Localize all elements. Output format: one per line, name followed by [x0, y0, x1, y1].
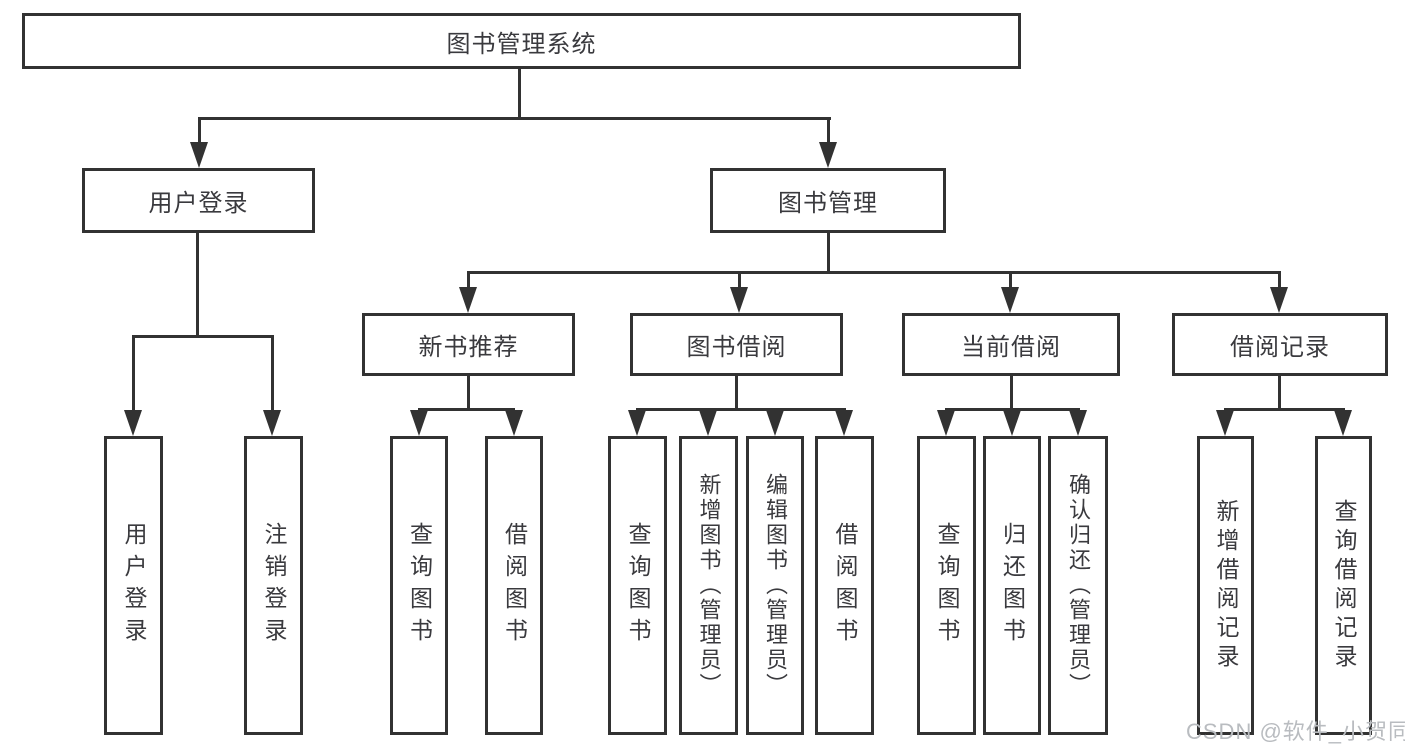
node-label: 借阅记录	[1230, 334, 1330, 361]
connector-stem	[1278, 376, 1281, 411]
arrowhead-down-icon	[505, 410, 523, 436]
node-label: 用户登录	[148, 190, 249, 217]
node-book-borrow: 图书借阅	[630, 313, 843, 376]
arrowhead-down-icon	[263, 410, 281, 436]
node-current-borrow: 当前借阅	[902, 313, 1120, 376]
leaf-confirm-return-admin: 确认归还（管理员）	[1048, 436, 1108, 735]
arrowhead-down-icon	[410, 410, 428, 436]
connector-drop-leaf	[132, 335, 135, 411]
connector-stem	[1010, 376, 1013, 411]
connector-drop-level3	[1009, 271, 1012, 288]
node-label: 新增借阅记录	[1213, 498, 1239, 673]
node-borrow-records: 借阅记录	[1172, 313, 1388, 376]
connector-book-mgmt-crossbar	[467, 271, 1281, 274]
arrowhead-down-icon	[819, 142, 837, 168]
connector-stem	[735, 376, 738, 411]
node-label: 注销登录	[261, 521, 287, 650]
node-label: 当前借阅	[961, 334, 1061, 361]
connector-user-login-crossbar	[132, 335, 274, 338]
connector-drop-user-login	[198, 117, 201, 143]
connector-user-login-stem	[196, 233, 199, 338]
arrowhead-down-icon	[766, 410, 784, 436]
connector-drop-level3	[467, 271, 470, 288]
node-label: 用户登录	[121, 521, 147, 650]
arrowhead-down-icon	[1270, 287, 1288, 313]
arrowhead-down-icon	[190, 142, 208, 168]
arrowhead-down-icon	[1069, 410, 1087, 436]
node-label: 编辑图书（管理员）	[763, 473, 788, 698]
node-user-login: 用户登录	[82, 168, 315, 233]
leaf-borrow-books: 借阅图书	[815, 436, 874, 735]
arrowhead-down-icon	[730, 287, 748, 313]
arrowhead-down-icon	[699, 410, 717, 436]
node-label: 借阅图书	[501, 521, 528, 650]
leaf-borrow-books-recommend: 借阅图书	[485, 436, 543, 735]
connector-book-mgmt-stem	[827, 233, 830, 274]
connector-crossbar	[418, 408, 515, 411]
leaf-query-books-current: 查询图书	[917, 436, 976, 735]
leaf-query-books-borrow: 查询图书	[608, 436, 667, 735]
node-label: 新增图书（管理员）	[696, 473, 722, 698]
arrowhead-down-icon	[1334, 410, 1352, 436]
node-label: 确认归还（管理员）	[1066, 473, 1091, 698]
node-label: 查询图书	[406, 521, 433, 650]
arrowhead-down-icon	[1001, 287, 1019, 313]
leaf-user-login: 用户登录	[104, 436, 163, 735]
node-label: 查询借阅记录	[1331, 498, 1357, 673]
connector-root-crossbar	[198, 117, 831, 120]
leaf-add-borrow-record: 新增借阅记录	[1197, 436, 1254, 735]
connector-crossbar	[945, 408, 1080, 411]
node-label: 查询图书	[625, 521, 651, 650]
leaf-edit-book-admin: 编辑图书（管理员）	[746, 436, 804, 735]
arrowhead-down-icon	[124, 410, 142, 436]
node-label: 图书管理系统	[446, 30, 597, 58]
arrowhead-down-icon	[937, 410, 955, 436]
arrowhead-down-icon	[1003, 410, 1021, 436]
node-label: 图书管理	[778, 190, 878, 217]
csdn-watermark: CSDN @软件_小贺同学	[1186, 719, 1405, 744]
connector-drop-level3	[1278, 271, 1281, 288]
leaf-return-books: 归还图书	[983, 436, 1041, 735]
node-label: 借阅图书	[832, 521, 858, 650]
leaf-query-borrow-record: 查询借阅记录	[1315, 436, 1372, 735]
connector-stem	[467, 376, 470, 411]
connector-root-stem	[518, 69, 521, 120]
node-library-management-system: 图书管理系统	[22, 13, 1021, 69]
connector-crossbar	[636, 408, 846, 411]
leaf-add-book-admin: 新增图书（管理员）	[679, 436, 738, 735]
connector-crossbar	[1224, 408, 1345, 411]
node-label: 归还图书	[999, 521, 1026, 650]
connector-drop-level3	[738, 271, 741, 288]
node-book-management: 图书管理	[710, 168, 946, 233]
node-label: 新书推荐	[418, 334, 519, 361]
connector-drop-book-management	[827, 117, 830, 143]
arrowhead-down-icon	[459, 287, 477, 313]
node-label: 查询图书	[934, 521, 960, 650]
leaf-logout: 注销登录	[244, 436, 303, 735]
node-label: 图书借阅	[686, 334, 787, 361]
connector-drop-leaf	[271, 335, 274, 411]
leaf-query-books-recommend: 查询图书	[390, 436, 448, 735]
arrowhead-down-icon	[835, 410, 853, 436]
arrowhead-down-icon	[628, 410, 646, 436]
node-new-book-recommend: 新书推荐	[362, 313, 575, 376]
arrowhead-down-icon	[1216, 410, 1234, 436]
